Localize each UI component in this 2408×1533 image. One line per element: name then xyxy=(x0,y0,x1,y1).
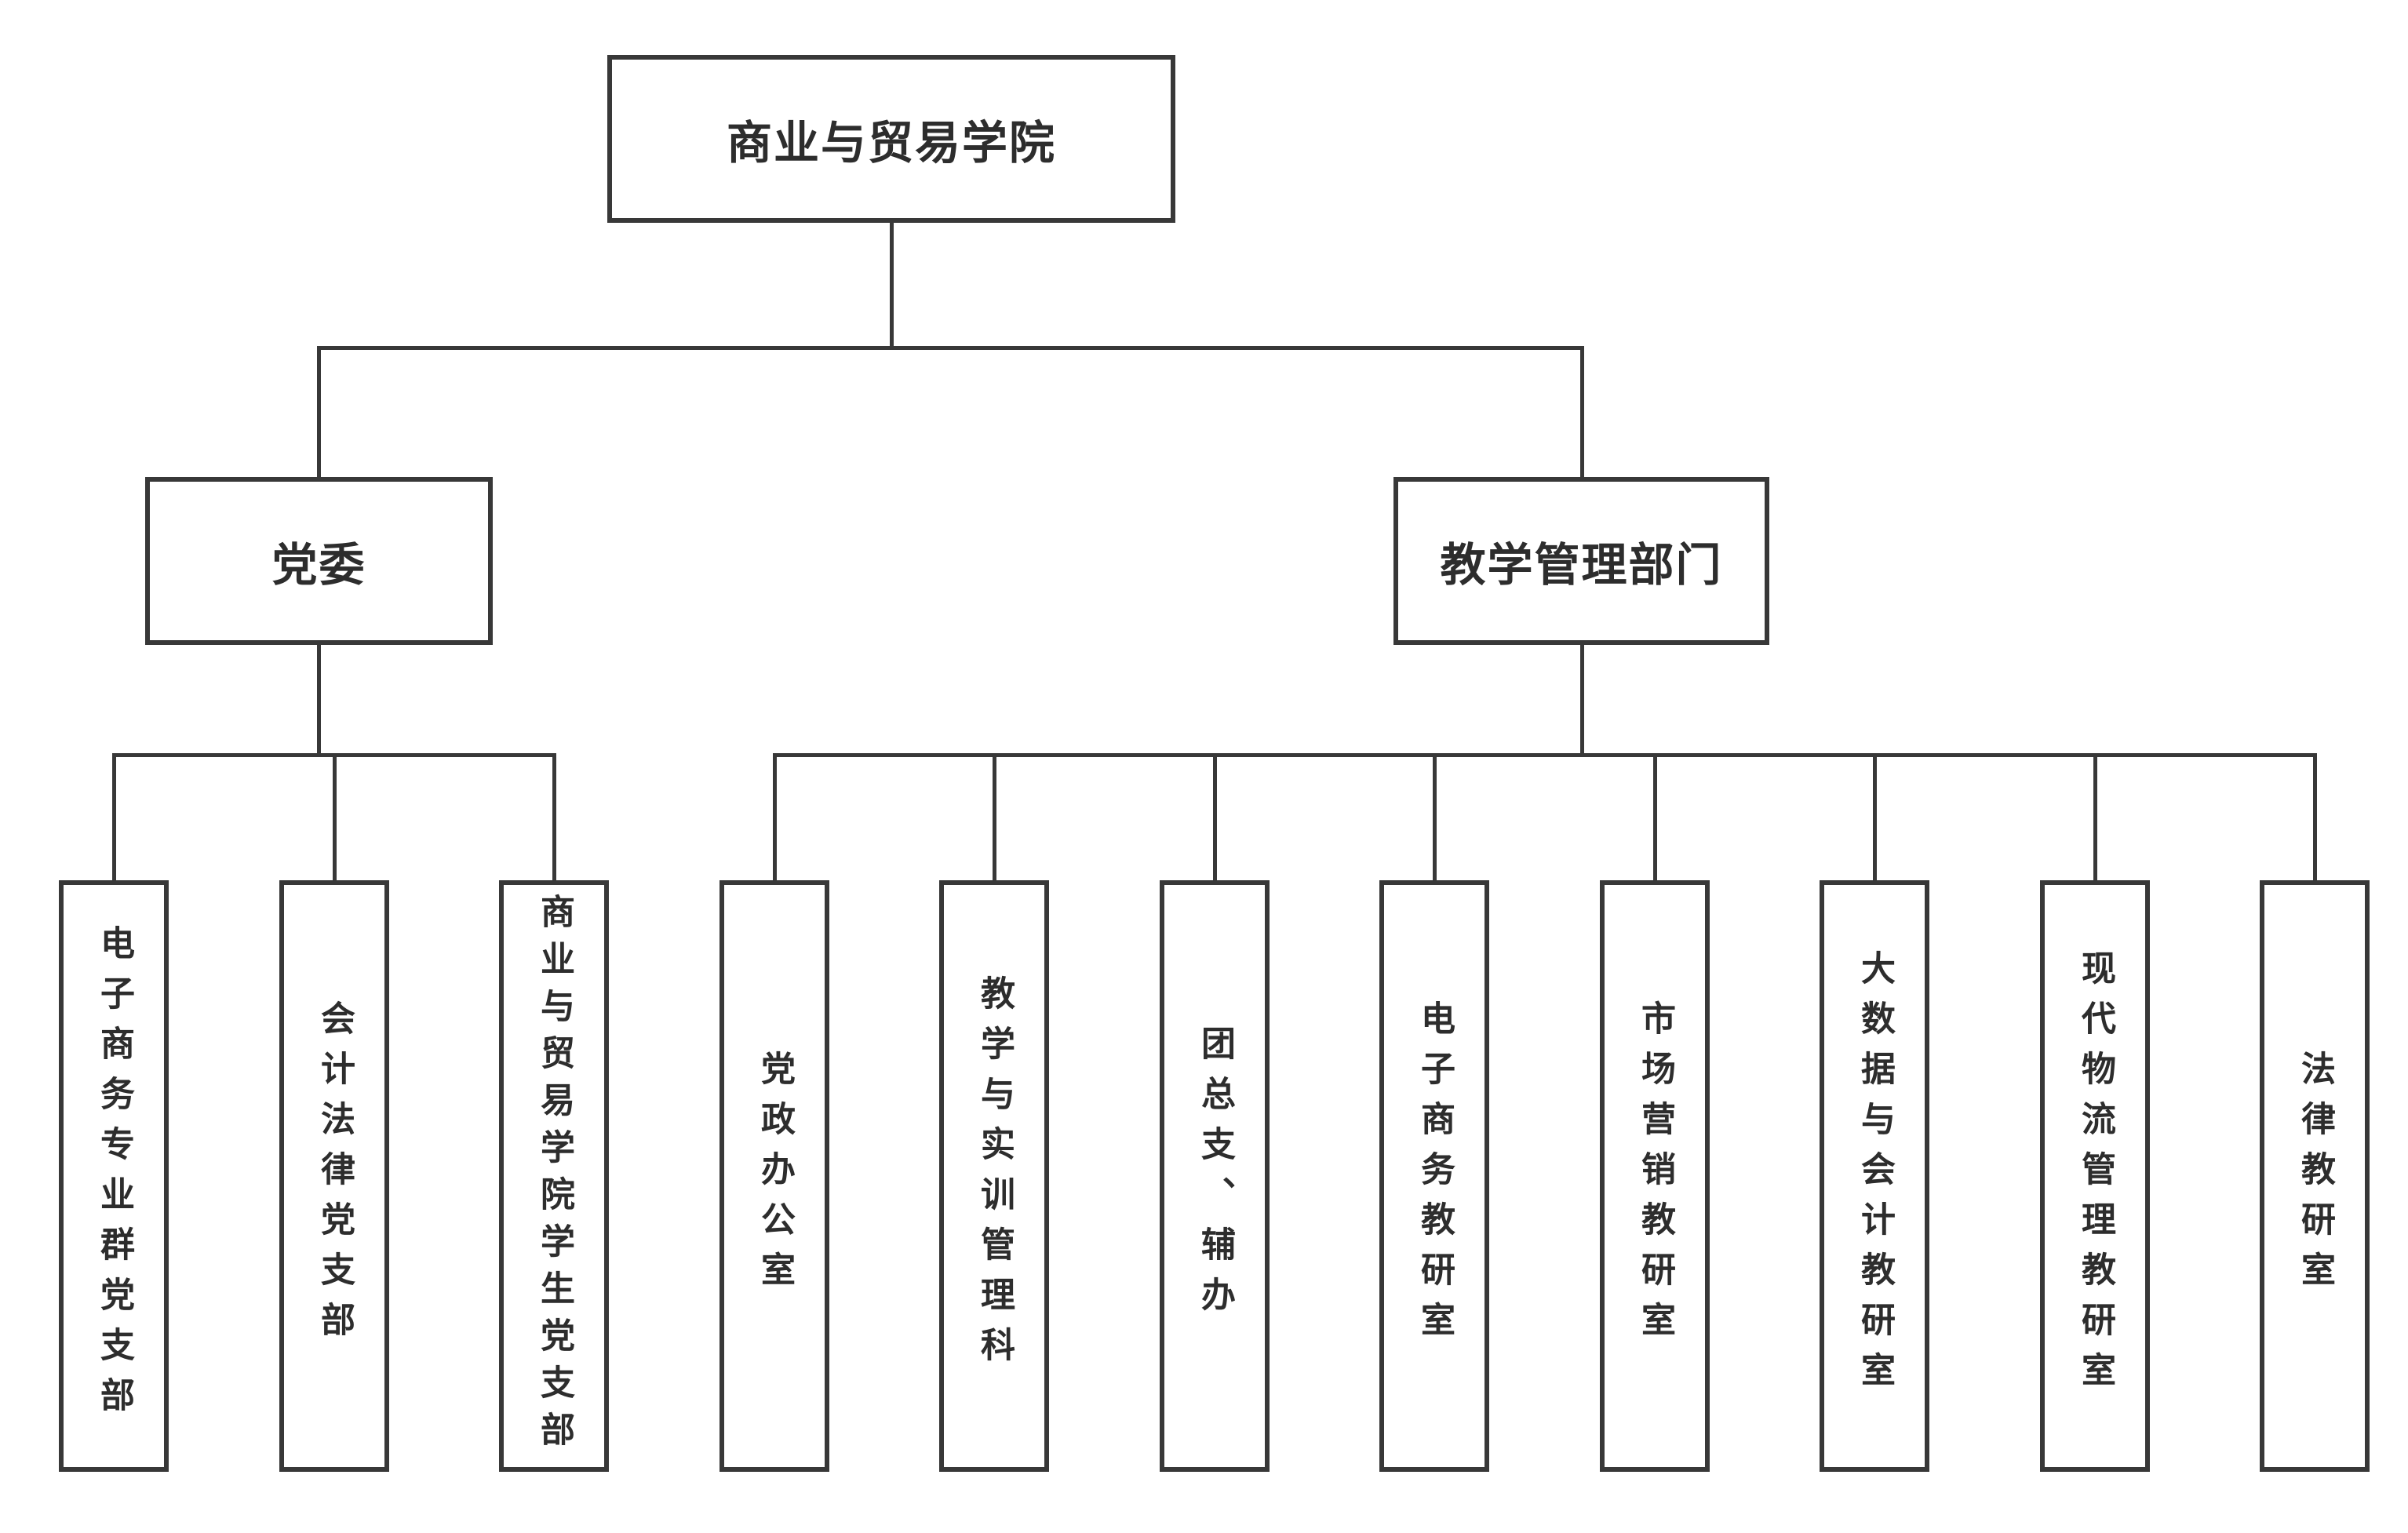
node-label: 法律教研室 xyxy=(2296,1051,2334,1302)
connector-level1-horizontal xyxy=(317,346,1584,350)
node-party-gov-office: 党政办公室 xyxy=(719,880,829,1472)
connector-leaf-drop-6 xyxy=(1213,753,1217,880)
connector-leaf-drop-1 xyxy=(112,753,116,880)
node-label: 会计法律党支部 xyxy=(315,1000,354,1352)
connector-party-committee-bottom xyxy=(317,645,321,756)
connector-leaf-drop-9 xyxy=(1873,753,1877,880)
connector-leaf-drop-7 xyxy=(1433,753,1437,880)
node-label: 团总支、辅办 xyxy=(1196,1025,1234,1327)
node-college-root: 商业与贸易学院 xyxy=(607,55,1175,223)
node-label: 商业与贸易学院学生党支部 xyxy=(535,894,574,1458)
connector-leaf-drop-5 xyxy=(993,753,996,880)
node-ecommerce-major-party-branch: 电子商务专业群党支部 xyxy=(59,880,169,1472)
connector-leaf-drop-8 xyxy=(1653,753,1657,880)
node-marketing-teaching-office: 市场营销教研室 xyxy=(1600,880,1710,1472)
node-party-committee: 党委 xyxy=(145,477,493,645)
node-label: 市场营销教研室 xyxy=(1636,1000,1674,1352)
connector-party-committee-top xyxy=(317,346,321,477)
node-label: 电子商务专业群党支部 xyxy=(95,925,133,1427)
connector-leaf-drop-10 xyxy=(2093,753,2097,880)
node-accounting-law-party-branch: 会计法律党支部 xyxy=(279,880,389,1472)
node-ecommerce-teaching-office: 电子商务教研室 xyxy=(1379,880,1489,1472)
connector-right-subtree-horizontal xyxy=(773,753,2317,757)
node-modern-logistics-teaching-office: 现代物流管理教研室 xyxy=(2040,880,2150,1472)
node-law-teaching-office: 法律教研室 xyxy=(2260,880,2370,1472)
connector-root-drop xyxy=(890,223,894,348)
node-bigdata-accounting-teaching-office: 大数据与会计教研室 xyxy=(1820,880,1929,1472)
node-label: 党委 xyxy=(271,540,366,591)
connector-teaching-mgmt-bottom xyxy=(1580,645,1584,756)
node-league-branch-counselor-office: 团总支、辅办 xyxy=(1160,880,1270,1472)
node-teaching-training-section: 教学与实训管理科 xyxy=(939,880,1049,1472)
node-label: 教学与实训管理科 xyxy=(975,975,1014,1377)
node-label: 现代物流管理教研室 xyxy=(2076,950,2115,1402)
connector-leaf-drop-4 xyxy=(773,753,777,880)
connector-teaching-mgmt-top xyxy=(1580,346,1584,477)
connector-leaf-drop-11 xyxy=(2313,753,2317,880)
node-label: 大数据与会计教研室 xyxy=(1856,950,1894,1402)
node-label: 党政办公室 xyxy=(756,1051,794,1302)
node-label: 教学管理部门 xyxy=(1440,540,1723,591)
node-student-party-branch: 商业与贸易学院学生党支部 xyxy=(499,880,609,1472)
node-label: 商业与贸易学院 xyxy=(726,118,1056,169)
node-label: 电子商务教研室 xyxy=(1415,1000,1454,1352)
connector-leaf-drop-2 xyxy=(333,753,337,880)
node-teaching-management: 教学管理部门 xyxy=(1393,477,1769,645)
connector-leaf-drop-3 xyxy=(552,753,556,880)
